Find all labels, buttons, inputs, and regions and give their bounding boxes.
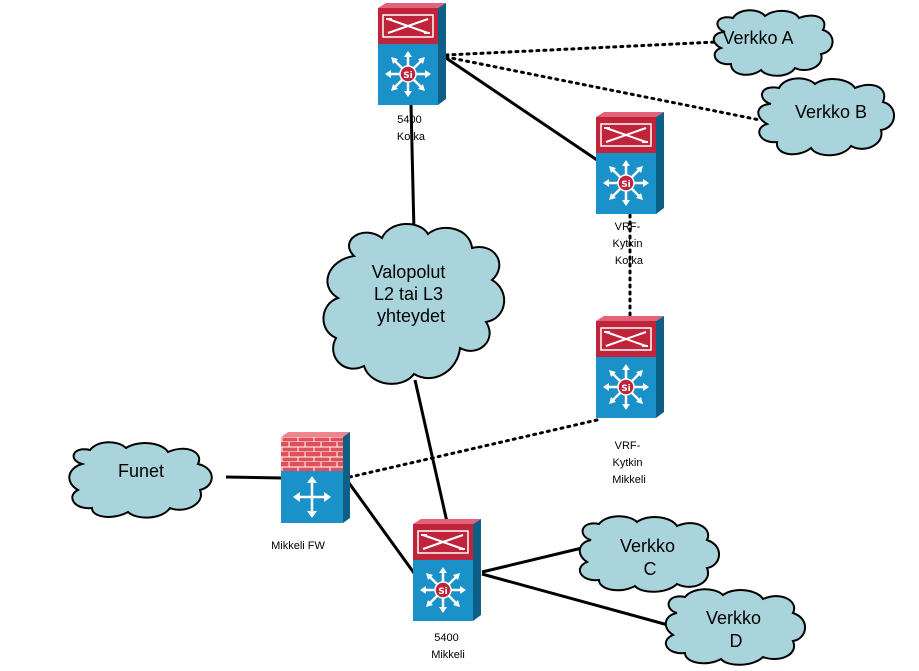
device-label-line: Mikkeli bbox=[612, 474, 646, 486]
svg-text:5400 Kotka: 5400 Kotka bbox=[397, 114, 426, 143]
firewall-icon bbox=[281, 432, 350, 523]
cloud-valopolut: Valopolut L2 tai L3 yhteydet bbox=[322, 222, 506, 385]
cloud-icon bbox=[322, 222, 506, 385]
link-valopolut-mikkeli bbox=[413, 379, 449, 523]
switch-badge: Si bbox=[621, 180, 631, 190]
device-label-line: VRF- bbox=[615, 440, 641, 452]
device-vrf-mikkeli: Si VRF- Kytkin Mikkeli bbox=[596, 316, 664, 486]
link-fw-mikkeli bbox=[347, 482, 416, 574]
device-label-line: Mikkeli FW bbox=[271, 540, 325, 552]
device-5400-mikkeli: Si 5400 Mikkeli bbox=[413, 519, 481, 661]
device-label-line: Kotka bbox=[397, 131, 426, 143]
device-5400-kotka: Si 5400 Kotka bbox=[378, 3, 446, 143]
cloud-verkko-a: Verkko A bbox=[712, 9, 834, 77]
cloud-label-line: Verkko bbox=[706, 608, 761, 628]
link-mikkeli-verkko-d bbox=[481, 572, 669, 627]
links-layer bbox=[225, 40, 762, 627]
cloud-label: Verkko A bbox=[722, 28, 793, 48]
cloud-label-line: L2 tai L3 bbox=[374, 284, 443, 304]
cloud-label-line: Valopolut bbox=[372, 262, 446, 282]
cloud-label-line: D bbox=[730, 631, 743, 651]
link-funet-fw bbox=[225, 475, 283, 480]
device-label-line: Kotka bbox=[615, 255, 644, 267]
switch-badge: Si bbox=[438, 587, 448, 597]
cloud-verkko-c: Verkko C bbox=[578, 515, 720, 593]
svg-text:Verkko C: Verkko C bbox=[620, 536, 680, 579]
device-label-line: VRF- bbox=[615, 221, 641, 233]
cloud-icon bbox=[664, 588, 806, 666]
cloud-icon bbox=[68, 441, 213, 519]
device-label-line: Kytkin bbox=[612, 238, 642, 250]
cloud-label-line: yhteydet bbox=[377, 306, 445, 326]
device-label-line: 5400 bbox=[397, 114, 421, 126]
cloud-label: Verkko B bbox=[795, 102, 867, 122]
svg-text:Valopolut L2 tai L3: Valopolut L2 tai L3 yhteydet bbox=[372, 262, 451, 326]
switch-badge: Si bbox=[403, 71, 413, 81]
svg-text:Mikkeli FW: Mikkeli FW bbox=[271, 540, 325, 552]
layer3-switch-icon: Si bbox=[378, 3, 446, 105]
svg-text:Verkko B: Verkko B bbox=[795, 102, 867, 122]
link-kotka-verkko-a bbox=[444, 40, 718, 57]
cloud-icon bbox=[757, 77, 895, 157]
cloud-label: Funet bbox=[118, 461, 164, 481]
cloud-label-line: Verkko bbox=[620, 536, 675, 556]
devices-layer: Si 5400 Kotka Si VRF- bbox=[271, 3, 664, 661]
link-vrf-mikkeli-fw bbox=[348, 418, 599, 479]
svg-text:VRF- Kytkin Mi: VRF- Kytkin Mikkeli bbox=[612, 440, 646, 486]
clouds-layer: Verkko A Verkko B Valopolut L2 tai L3 yh… bbox=[68, 9, 895, 666]
layer3-switch-icon: Si bbox=[413, 519, 481, 621]
switch-badge: Si bbox=[621, 384, 631, 394]
link-kotka-vrf-kotka bbox=[445, 56, 598, 162]
cloud-label-line: C bbox=[644, 559, 657, 579]
link-kotka-valopolut bbox=[409, 103, 416, 233]
cloud-verkko-b: Verkko B bbox=[757, 77, 895, 157]
cloud-icon bbox=[578, 515, 720, 593]
device-label-line: Mikkeli bbox=[431, 649, 465, 661]
svg-text:Verkko D: Verkko D bbox=[706, 608, 766, 651]
cloud-icon bbox=[712, 9, 834, 77]
svg-text:Verkko A: Verkko A bbox=[722, 28, 793, 48]
device-vrf-kotka: Si VRF- Kytkin Kotka bbox=[596, 112, 664, 267]
svg-text:5400 Mikkeli: 5400 Mikkeli bbox=[431, 632, 465, 661]
device-mikkeli-fw: Mikkeli FW bbox=[271, 432, 350, 552]
svg-text:VRF- Kytkin Ko: VRF- Kytkin Kotka bbox=[612, 221, 645, 267]
device-label-line: 5400 bbox=[434, 632, 458, 644]
cloud-verkko-d: Verkko D bbox=[664, 588, 806, 666]
link-mikkeli-verkko-c bbox=[481, 546, 583, 574]
layer3-switch-icon: Si bbox=[596, 316, 664, 418]
layer3-switch-icon: Si bbox=[596, 112, 664, 214]
link-kotka-verkko-b bbox=[444, 55, 762, 122]
cloud-funet: Funet bbox=[68, 441, 213, 519]
svg-text:Funet: Funet bbox=[118, 461, 164, 481]
device-label-line: Kytkin bbox=[612, 457, 642, 469]
